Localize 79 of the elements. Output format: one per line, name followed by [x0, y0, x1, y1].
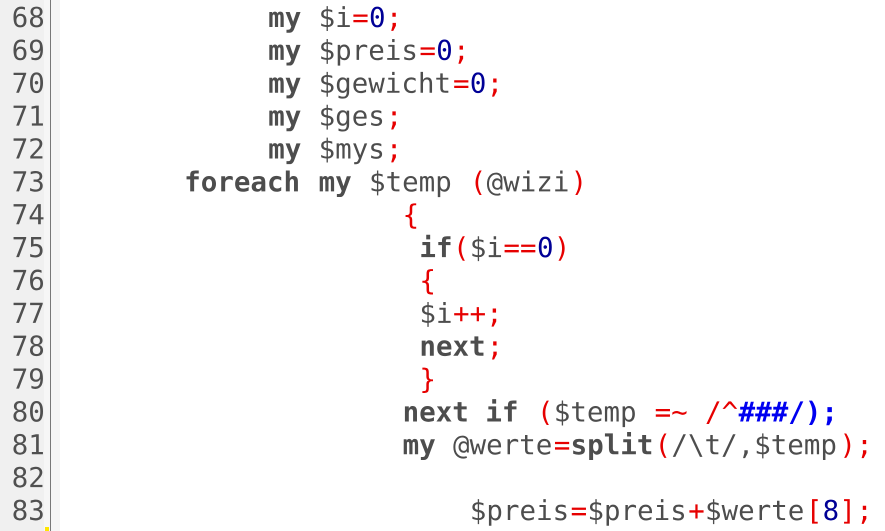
code-text: 0 [370, 6, 384, 28]
code-text: 0 [438, 39, 451, 60]
code-text: $i [472, 236, 502, 262]
code-text: $preis [590, 499, 684, 526]
line-number: 83 [13, 500, 43, 520]
code-text: ++; [454, 307, 496, 327]
code-text: [ [812, 499, 818, 524]
code-text: $werte [708, 499, 803, 524]
code-text: $temp [556, 400, 635, 428]
code-text: ; [391, 144, 396, 162]
code-text: ( [476, 170, 482, 195]
code-text: ] [844, 499, 850, 524]
code-text: = [420, 47, 435, 56]
code-text: $preis [321, 38, 416, 66]
code-text: ; [391, 111, 396, 130]
code-text: = [353, 14, 368, 22]
code-text: ###/); [738, 400, 832, 426]
code-text: = [572, 508, 586, 516]
code-text: my [269, 143, 301, 164]
code-text: ; [862, 440, 866, 458]
code-text: ( [458, 236, 465, 261]
code-text: next if [404, 399, 516, 422]
line-number: 71 [14, 106, 43, 126]
code-text: ; [492, 341, 497, 360]
code-text: $preis [472, 499, 566, 526]
code-text: /\t/,$temp [672, 433, 836, 460]
code-text: if [421, 234, 450, 258]
line-number: 82 [13, 466, 42, 488]
code-text: my [269, 12, 301, 33]
code-text: + [689, 504, 704, 519]
line-number: 79 [14, 368, 43, 389]
line-number: 72 [14, 138, 42, 158]
code-text: my [269, 77, 301, 98]
code-text: /^ [706, 401, 738, 424]
code-text: $mys [321, 138, 382, 164]
code-text: next [422, 336, 484, 356]
code-text: $temp [372, 170, 450, 198]
code-text: $gewicht [321, 72, 448, 99]
code-text: my [269, 44, 301, 66]
line-number: 80 [13, 401, 44, 422]
code-text: } [422, 368, 433, 394]
code-text: my [269, 110, 301, 132]
code-text: ; [458, 46, 464, 64]
code-text: =~ [656, 408, 687, 417]
code-text: split [572, 432, 652, 460]
code-text: @wizi [486, 170, 568, 196]
code-text: my [320, 176, 351, 198]
code-text: ; [862, 506, 866, 524]
code-text: foreach [186, 170, 298, 192]
code-text: ) [558, 236, 565, 261]
code-text: @werte [453, 435, 551, 459]
code-text: ( [660, 433, 666, 458]
line-number: 68 [13, 6, 44, 28]
line-number: 70 [14, 72, 44, 94]
code-text: 0 [472, 72, 485, 94]
line-number: 76 [14, 270, 44, 290]
line-number: 81 [13, 434, 43, 455]
code-text: $i [321, 6, 350, 32]
code-text: ( [542, 400, 549, 426]
code-text: $i [422, 302, 451, 327]
code-text: 8 [824, 500, 838, 520]
code-text: = [554, 442, 570, 450]
code-text: { [422, 269, 433, 294]
code-text: == [504, 244, 536, 252]
code-text: $ges [321, 104, 382, 132]
code-text: = [454, 80, 468, 88]
line-number: 69 [13, 39, 43, 60]
code-text: 0 [538, 236, 552, 258]
code-text: ; [492, 78, 497, 97]
code-text: { [406, 203, 416, 229]
code-text: ) [575, 170, 582, 195]
line-number: 77 [14, 302, 43, 323]
line-number: 73 [14, 170, 43, 192]
code-text: my [404, 438, 435, 460]
line-number: 75 [14, 237, 43, 258]
line-number: 78 [14, 335, 44, 356]
code-text: ) [844, 433, 850, 458]
line-number: 74 [14, 204, 44, 224]
code-text: ; [391, 12, 396, 31]
